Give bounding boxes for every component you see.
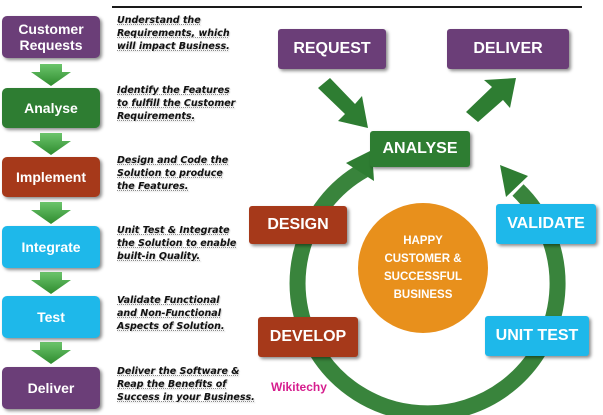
down-arrow-icon	[31, 342, 71, 364]
down-arrow-icon	[31, 133, 71, 155]
design-box: DESIGN	[249, 206, 347, 244]
top-rule	[112, 6, 582, 8]
step-implement: Implement	[2, 157, 100, 197]
cycle-ring	[289, 150, 566, 415]
step-test: Test	[2, 296, 100, 338]
step-deliver: Deliver	[2, 367, 100, 409]
deliver-box: DELIVER	[447, 29, 569, 69]
analyse-to-deliver-arrow	[466, 78, 516, 122]
unit-test-box: UNIT TEST	[485, 316, 589, 356]
step-integrate: Integrate	[2, 226, 100, 268]
ring-arrowhead-left	[346, 150, 374, 181]
ring-arrowhead-right	[500, 165, 528, 197]
center-circle: HAPPY CUSTOMER & SUCCESSFUL BUSINESS	[358, 203, 488, 333]
request-to-analyse-arrow	[318, 78, 368, 128]
request-box: REQUEST	[278, 29, 386, 69]
step-analyse: Analyse	[2, 88, 100, 128]
validate-box: VALIDATE	[496, 204, 596, 244]
down-arrow-icon	[31, 272, 71, 294]
develop-box: DEVELOP	[258, 317, 358, 357]
down-arrow-icon	[31, 202, 71, 224]
down-arrow-icon	[31, 64, 71, 86]
step-deliver-description: Deliver the Software &Reap the Benefits …	[117, 366, 255, 403]
step-arrows	[31, 64, 71, 364]
brand-watermark: Wikitechy	[271, 380, 327, 394]
analyse-box: ANALYSE	[370, 131, 470, 167]
